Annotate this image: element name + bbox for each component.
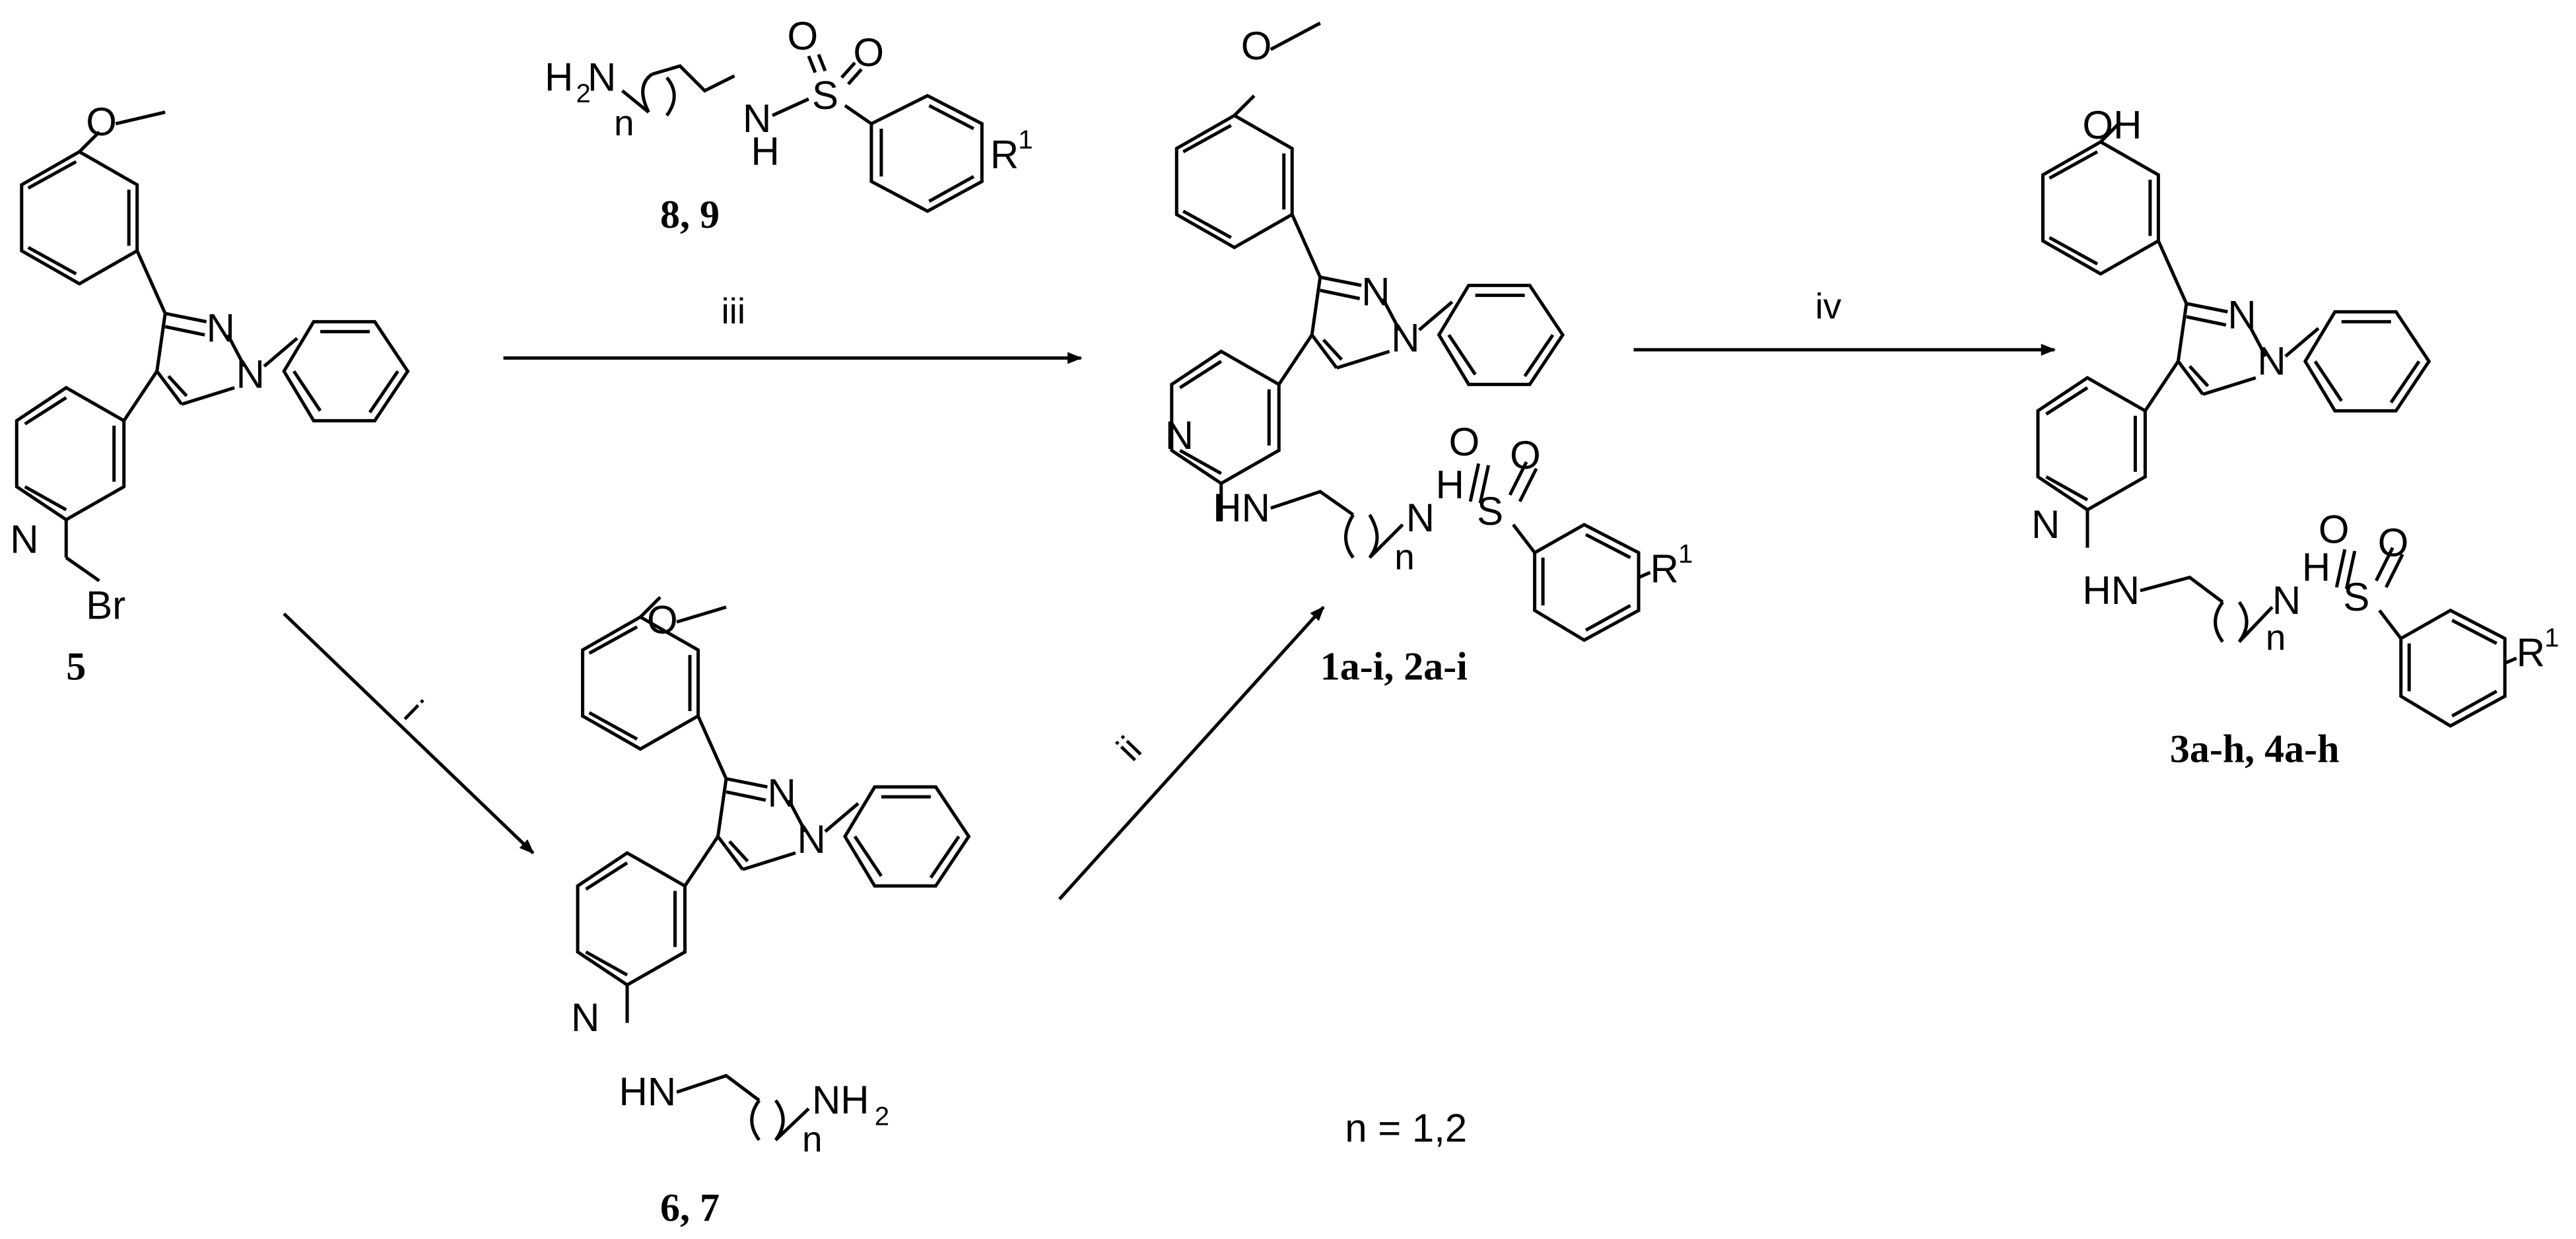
pyrazole-n2: N (207, 306, 235, 350)
r-group-sup: 1 (1678, 539, 1693, 568)
step-iii-label: iii (721, 290, 745, 331)
label-8-9: 8, 9 (660, 193, 720, 236)
sulfonamide-n: N (2272, 578, 2301, 622)
pyrazole-n2: N (1361, 269, 1390, 314)
sulfonamide-n: N (1406, 496, 1435, 540)
reagent-n-repeat: n (614, 102, 634, 143)
compound-1-2: O N N N HN n H N S O O R 1 1a-i, 2a-i (1165, 21, 1693, 688)
n-repeat: n (2266, 617, 2286, 658)
methoxy-o: O (1241, 24, 1272, 68)
oxygen-2: O (2378, 520, 2409, 564)
reagent-s: S (812, 73, 838, 117)
reagent-8-9: H N 2 n N H S O O R 1 8, 9 (545, 14, 1033, 236)
reagent-n-head: N (588, 55, 616, 99)
r-group: R (1650, 547, 1679, 591)
reagent-o2: O (853, 30, 884, 75)
compound-3-4: OH N N N HN n H N S O O R 1 3a-h, 4a-h (2031, 103, 2559, 771)
oxygen-1: O (1449, 420, 1480, 464)
pyrazole-n1: N (1391, 316, 1419, 360)
reagent-nh-n: N (743, 96, 771, 141)
reagent-r: R (990, 133, 1019, 177)
reagent-sub-2: 2 (576, 79, 591, 108)
reagent-h: H (545, 55, 573, 99)
oxygen-1: O (2319, 507, 2350, 551)
amine-hn: HN (1213, 486, 1270, 530)
arrow-iii: iii (503, 290, 1083, 364)
step-i-label: i (397, 692, 431, 727)
hydroxy-oh: OH (2082, 103, 2142, 147)
sulfonamide-h: H (1436, 463, 1464, 507)
pyridine-n: N (2031, 502, 2060, 547)
bromo-label: Br (86, 583, 125, 627)
pyridine-n: N (10, 517, 38, 561)
compound-5: O N N N Br 5 (10, 100, 407, 688)
step-ii-label: ii (1108, 729, 1149, 769)
n-repeat: n (802, 1119, 823, 1160)
pyrazole-n2: N (2227, 292, 2256, 337)
label-6-7: 6, 7 (660, 1186, 720, 1230)
terminal-nh: NH (812, 1078, 869, 1122)
compound-6-7: O N N N HN n NH 2 6, 7 (571, 597, 968, 1230)
arrow-iv: iv (1633, 285, 2056, 356)
label-5: 5 (66, 645, 86, 688)
reagent-nh-h: H (751, 129, 779, 174)
terminal-sub-2: 2 (875, 1102, 889, 1131)
amine-hn: HN (2082, 568, 2140, 613)
pyridine-n: N (1165, 413, 1194, 457)
pyrazole-n1: N (797, 817, 825, 861)
arrow-i: i (283, 612, 535, 854)
pyrazole-n1: N (236, 352, 265, 396)
n-repeat: n (1394, 536, 1415, 577)
arrow-ii: ii (1058, 606, 1325, 900)
r-group: R (2517, 631, 2545, 675)
methoxy-o: O (647, 598, 678, 642)
sulfonamide-h: H (2302, 545, 2330, 589)
pyrazole-n2: N (767, 771, 796, 815)
amine-hn: HN (619, 1070, 677, 1114)
methoxy-o: O (86, 100, 117, 144)
pyridine-n: N (571, 995, 599, 1040)
label-1-2: 1a-i, 2a-i (1320, 645, 1468, 688)
r-group-sup: 1 (2544, 624, 2559, 653)
label-3-4: 3a-h, 4a-h (2170, 727, 2340, 771)
reagent-r-sup: 1 (1018, 125, 1033, 154)
reagent-o1: O (787, 14, 818, 58)
step-iv-label: iv (1815, 285, 1842, 326)
pyrazole-n1: N (2257, 339, 2286, 383)
n-value-note: n = 1,2 (1345, 1106, 1467, 1151)
